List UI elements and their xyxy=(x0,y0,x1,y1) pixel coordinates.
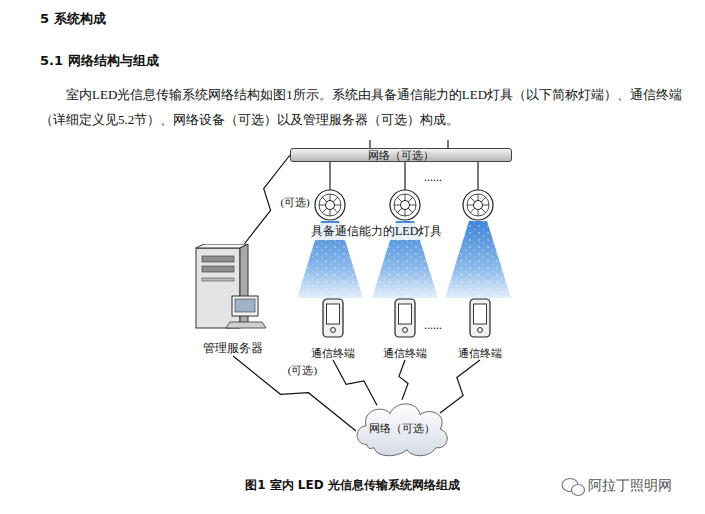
management-server: 管理服务器 xyxy=(186,244,280,356)
communication-terminal-icon xyxy=(301,298,365,340)
node-label: 管理服务器 xyxy=(203,341,263,356)
edge-label: (可选) xyxy=(287,363,318,376)
light-cones xyxy=(297,221,511,298)
network-bar: 网络（可选） xyxy=(290,148,512,162)
wireless-link xyxy=(399,360,408,400)
ellipsis: ...... xyxy=(424,170,442,185)
edge-label: (可选) xyxy=(279,195,310,208)
wechat-icon xyxy=(562,479,585,496)
body-paragraph: 室内LED光信息传输系统网络结构如图1所示。系统由具备通信能力的LED灯具（以下… xyxy=(40,82,690,132)
watermark: 阿拉丁照明网 xyxy=(588,477,672,495)
led-lamp xyxy=(315,190,493,220)
node-label: 通信终端 xyxy=(383,346,427,360)
communication-terminal-icon xyxy=(373,298,437,340)
node-label: 网络（可选） xyxy=(369,421,435,435)
wireless-link xyxy=(440,360,480,413)
node-label: 通信终端 xyxy=(458,346,502,360)
chapter-heading: 5 系统构成 xyxy=(40,10,106,28)
node-label: 网络（可选） xyxy=(368,148,434,162)
management-server-icon xyxy=(186,244,280,334)
communication-terminal: 通信终端 xyxy=(301,298,365,360)
communication-terminal: 通信终端 xyxy=(373,298,437,360)
network-cloud: 网络（可选） xyxy=(352,398,452,458)
ellipsis: ...... xyxy=(424,318,442,333)
communication-terminal: 通信终端 xyxy=(448,298,512,360)
communication-terminal-icon xyxy=(448,298,512,340)
section-heading: 5.1 网络结构与组成 xyxy=(40,52,159,70)
wireless-link xyxy=(333,360,377,405)
lamp-label: 具备通信能力的LED灯具 xyxy=(309,223,444,240)
node-label: 通信终端 xyxy=(311,346,355,360)
